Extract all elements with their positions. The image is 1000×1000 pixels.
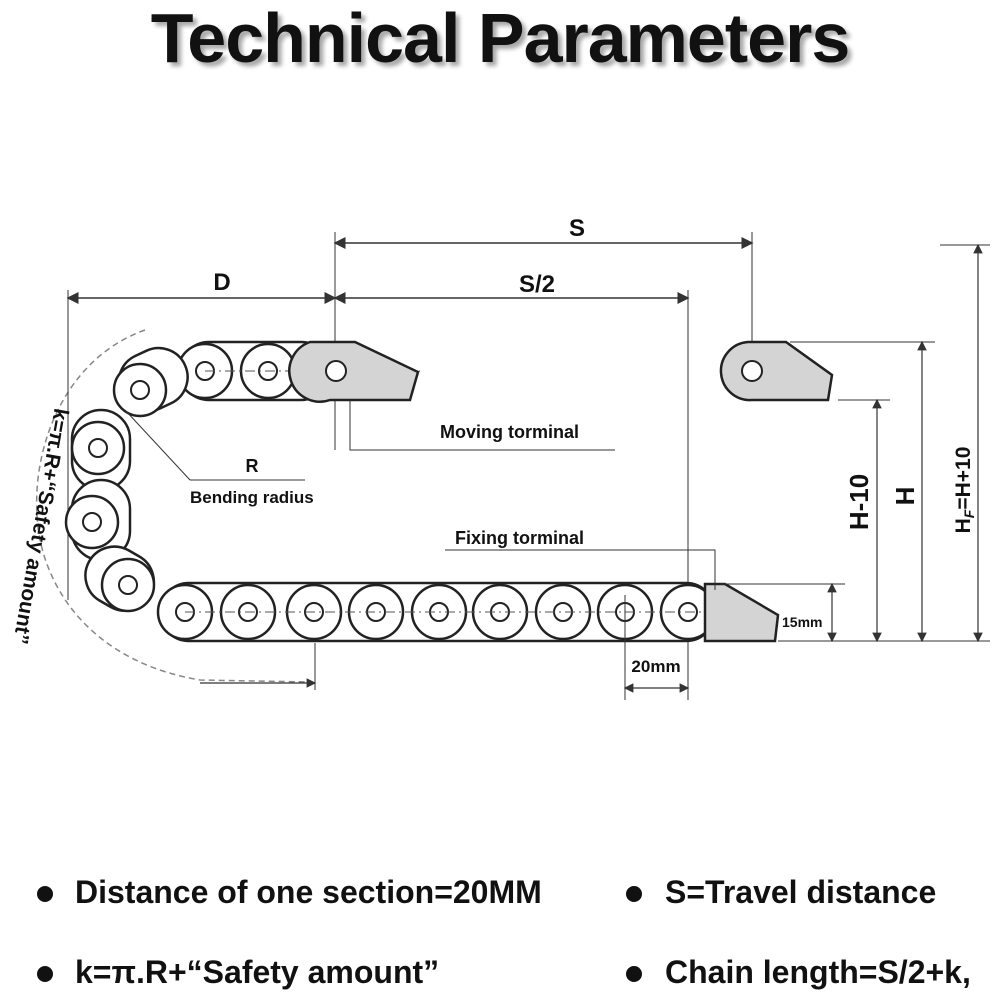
label-20mm: 20mm [631, 657, 680, 676]
label-h-minus-10: H-10 [844, 474, 874, 530]
label-s-half: S/2 [519, 271, 555, 298]
bullet-dot [626, 966, 642, 982]
label-moving-terminal: Moving torminal [440, 422, 579, 442]
moving-terminal-upper [288, 340, 420, 403]
safety-amount-arc [35, 329, 311, 683]
dimension-h [790, 340, 935, 643]
label-bending-radius: Bending radius [190, 488, 314, 507]
fixing-terminal [703, 582, 780, 643]
dimension-d [66, 290, 337, 600]
dimension-s [333, 232, 754, 450]
label-h: H [890, 487, 920, 506]
fixing-terminal-leader [445, 549, 716, 590]
bullet-dot [37, 966, 53, 982]
bullet-k-formula: k=π.R+“Safety amount” [75, 954, 440, 990]
label-s: S [569, 215, 585, 242]
label-k-formula: k=π.R+“Safety amount” [8, 406, 72, 645]
bullet-chain-length: Chain length=S/2+k, [665, 954, 971, 990]
dimension-h-minus-10 [838, 398, 890, 643]
label-fixing-terminal: Fixing torminal [455, 528, 584, 548]
dimension-hf [845, 243, 990, 643]
dimension-15mm [720, 582, 845, 643]
dimension-20mm [623, 595, 690, 700]
label-hf: HF=H+10 [952, 447, 977, 534]
bending-radius-leader [124, 409, 191, 481]
bullet-section-distance: Distance of one section=20MM [75, 874, 542, 910]
bullet-dot [37, 886, 53, 902]
page-title: Technical Parameters [150, 0, 851, 77]
moving-terminal-leader [349, 400, 615, 451]
label-15mm: 15mm [782, 614, 822, 630]
moving-terminal-right [719, 340, 834, 402]
label-d: D [213, 269, 230, 296]
label-r: R [246, 456, 259, 476]
bullet-dot [626, 886, 642, 902]
bullet-travel-distance: S=Travel distance [665, 874, 937, 910]
bullet-list: Distance of one section=20MM S=Travel di… [0, 860, 1000, 1000]
